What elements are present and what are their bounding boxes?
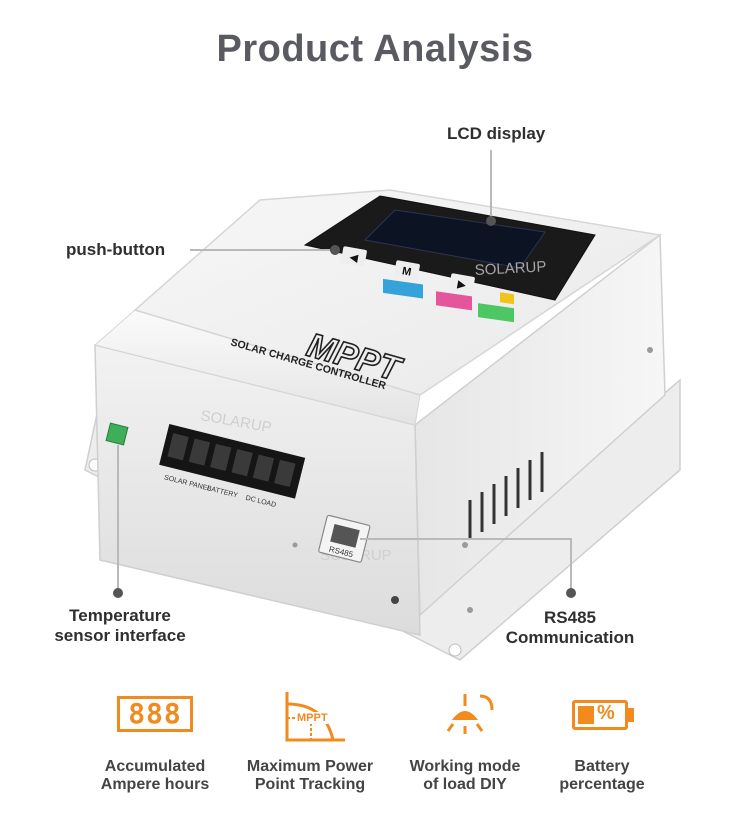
callout-temperature-line1: Temperature <box>69 606 171 625</box>
leader-line-temperature <box>117 445 119 590</box>
feature-mppt: MPPT Maximum Power Point Tracking <box>225 690 395 794</box>
lcd-screen <box>363 209 546 269</box>
feature-4-line2: percentage <box>559 776 645 793</box>
digit-display-icon: 888 <box>70 690 240 748</box>
callout-temperature-line2: sensor interface <box>54 626 186 645</box>
callout-rs485-line1: RS485 <box>544 608 596 627</box>
feature-1-line1: Accumulated <box>104 758 206 775</box>
rs485-port: RS485 <box>318 514 371 563</box>
mppt-curve-icon: MPPT <box>225 690 395 748</box>
temperature-sensor-port <box>105 422 129 446</box>
feature-accumulated-ampere-hours: 888 Accumulated Ampere hours <box>70 690 240 794</box>
leader-dot-temperature <box>113 588 123 598</box>
leader-dot-rs485 <box>566 588 576 598</box>
callout-rs485: RS485 Communication <box>480 608 660 648</box>
feature-3-line2: of load DIY <box>423 776 507 793</box>
callout-push-button: push-button <box>66 240 166 259</box>
feature-1-line2: Ampere hours <box>100 776 210 793</box>
battery-percent-icon: % <box>517 690 687 748</box>
callout-rs485-line2: Communication <box>505 628 635 647</box>
vent-slots <box>468 452 544 540</box>
leader-dot-lcd <box>486 216 496 226</box>
page-title: Product Analysis <box>216 28 534 70</box>
feature-2-line1: Maximum Power <box>246 758 374 775</box>
feature-battery-percentage: % Battery percentage <box>517 690 687 794</box>
svg-text:SOLARUP: SOLARUP <box>474 258 546 279</box>
feature-3-line1: Working mode <box>409 758 521 775</box>
mppt-controller-image: ◀ M ▶ MPPT SOLAR CHARGE CONTROLLER SOLAR… <box>84 189 681 661</box>
push-buttons: ◀ M ▶ <box>340 246 475 294</box>
feature-4-line1: Battery <box>574 758 630 775</box>
feature-working-mode: Working mode of load DIY <box>380 690 550 794</box>
leader-dot-push-button <box>330 245 340 255</box>
callout-lcd-display: LCD display <box>447 124 546 143</box>
leader-line-rs485-h <box>360 538 572 540</box>
svg-text:M: M <box>401 265 412 278</box>
svg-text:▶: ▶ <box>456 277 467 291</box>
leader-line-rs485-v <box>570 538 572 590</box>
leader-line-lcd <box>490 150 492 220</box>
feature-2-line2: Point Tracking <box>254 776 366 793</box>
svg-text:◀: ◀ <box>348 250 359 264</box>
callout-temperature-sensor: Temperature sensor interface <box>30 606 210 646</box>
leader-line-push-button <box>190 249 330 251</box>
lamp-icon <box>380 690 550 748</box>
